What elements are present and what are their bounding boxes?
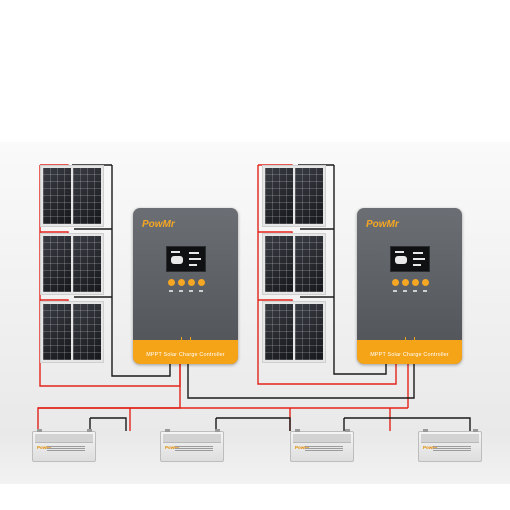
battery-brand: PowMr [165,445,180,450]
controller-brand: PowMr [142,219,175,230]
battery-brand: PowMr [37,445,52,450]
button-icon [422,279,429,286]
battery-3: PowMr [290,429,354,462]
controller-caption: MPPT Solar Charge Controller [370,352,449,358]
battery-2: PowMr [160,429,224,462]
controller-caption: MPPT Solar Charge Controller [146,352,225,358]
button-icon [392,279,399,286]
charge-controller-1: PowMr MPPT Solar Charge Controller [133,208,238,364]
button-icon [188,279,195,286]
controller-accent-band: MPPT Solar Charge Controller [357,340,462,364]
solar-panel [40,301,104,363]
solar-panel [40,165,104,227]
battery-1: PowMr [32,429,96,462]
button-icon [412,279,419,286]
lcd-screen-icon [390,246,430,272]
button-icon [178,279,185,286]
charge-controller-2: PowMr MPPT Solar Charge Controller [357,208,462,364]
solar-panel [40,233,104,295]
controller-brand: PowMr [366,219,399,230]
lcd-screen-icon [166,246,206,272]
solar-panel [262,165,326,227]
battery-brand: PowMr [295,445,310,450]
battery-4: PowMr [418,429,482,462]
controller-accent-band: MPPT Solar Charge Controller [133,340,238,364]
button-icon [168,279,175,286]
solar-panel [262,301,326,363]
battery-brand: PowMr [423,445,438,450]
solar-panel [262,233,326,295]
button-icon [402,279,409,286]
button-icon [198,279,205,286]
